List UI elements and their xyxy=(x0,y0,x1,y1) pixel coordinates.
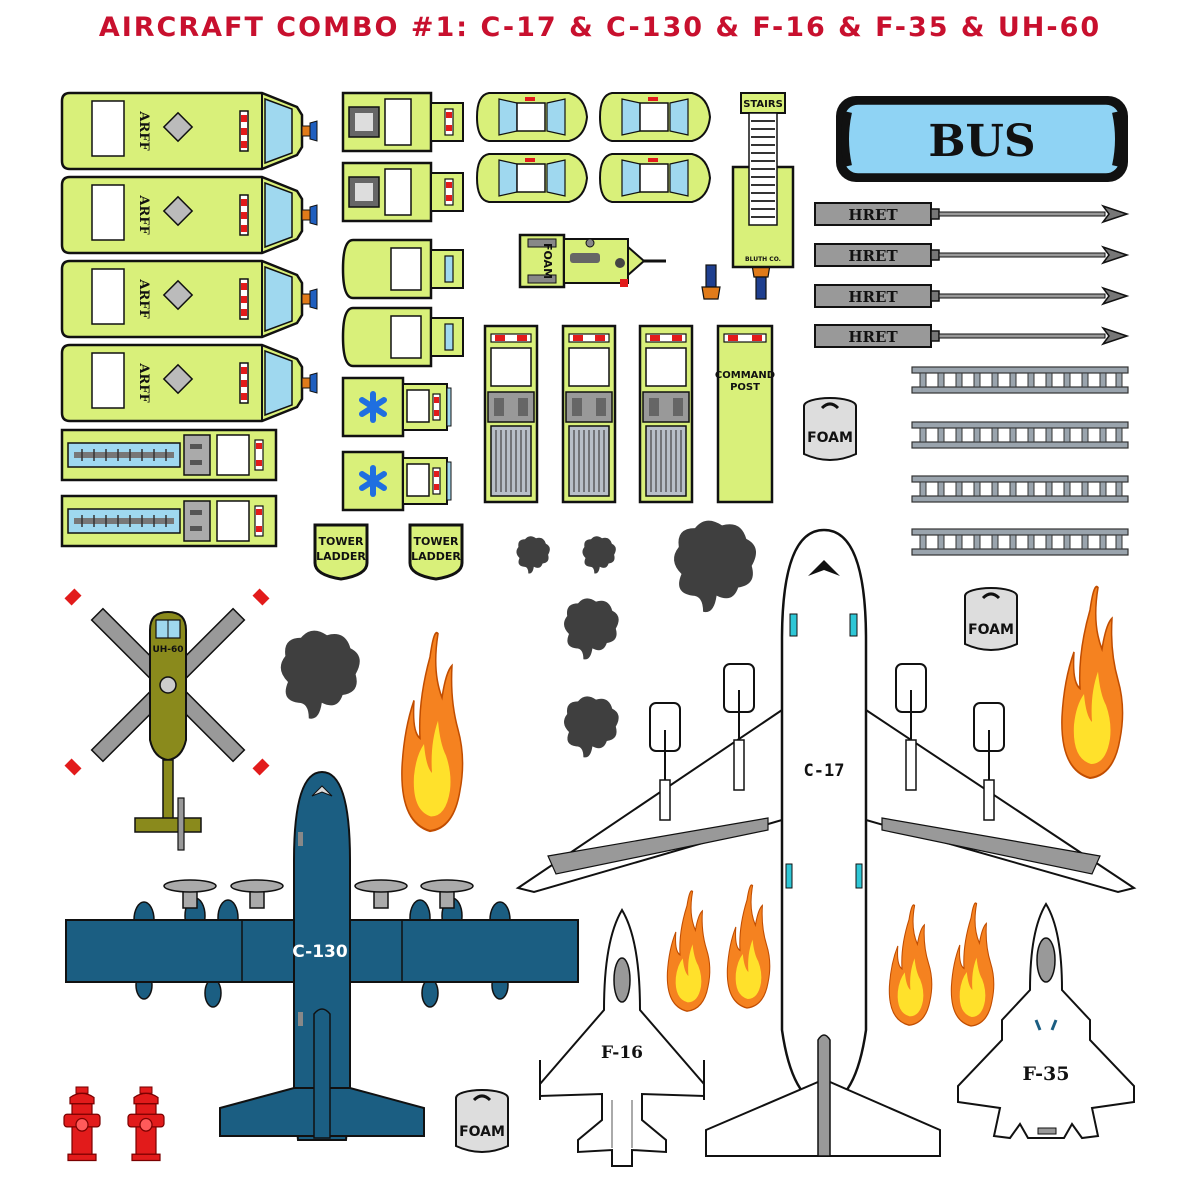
ambulance-2[interactable] xyxy=(343,452,451,510)
hret-label: HRET xyxy=(848,288,898,306)
bus-label: BUS xyxy=(928,116,1035,167)
fire-hydrant-1[interactable] xyxy=(63,1086,101,1162)
hret-1[interactable]: HRET xyxy=(814,202,1128,226)
fire-small-1[interactable] xyxy=(666,890,711,1012)
fire-small-3[interactable] xyxy=(888,904,933,1026)
ladder-3[interactable] xyxy=(911,475,1129,503)
f35-aircraft[interactable]: F-35 xyxy=(957,902,1135,1140)
fire-large-1[interactable] xyxy=(400,631,464,833)
car-4[interactable] xyxy=(599,153,711,203)
ladder-1[interactable] xyxy=(911,366,1129,394)
hret-4[interactable]: HRET xyxy=(814,324,1128,348)
uh60-helicopter[interactable]: UH-60 xyxy=(64,588,270,851)
smoke-large-1[interactable] xyxy=(674,520,757,613)
ladder-truck-2[interactable] xyxy=(62,496,276,546)
foam-trailer[interactable]: FOAM xyxy=(518,233,666,289)
uh60-label: UH-60 xyxy=(152,645,183,655)
ladder-label: LADDER xyxy=(411,550,461,563)
command-label: COMMAND xyxy=(715,370,775,381)
foam-label: FOAM xyxy=(968,622,1014,638)
c17-label: C-17 xyxy=(804,761,845,781)
post-label: POST xyxy=(730,382,760,393)
command-post[interactable]: COMMAND POST xyxy=(715,324,775,504)
smoke-medium-1[interactable] xyxy=(564,598,619,660)
stairs-label: STAIRS xyxy=(743,99,783,110)
crane-truck-2[interactable] xyxy=(341,161,465,223)
ambulance-1[interactable] xyxy=(343,378,451,436)
hret-label: HRET xyxy=(848,206,898,224)
smoke-small-2[interactable] xyxy=(582,536,616,574)
foam-drum-1[interactable]: FOAM xyxy=(802,396,858,462)
foam-label: FOAM xyxy=(459,1124,505,1140)
hret-label: HRET xyxy=(848,328,898,346)
hret-label: HRET xyxy=(848,247,898,265)
stairs-brand: BLUTH CO. xyxy=(745,256,781,263)
arff-label: ARFF xyxy=(136,194,151,235)
arff-label: ARFF xyxy=(136,362,151,403)
tanker-1[interactable] xyxy=(341,238,465,300)
arff-label: ARFF xyxy=(136,110,151,151)
hret-2[interactable]: HRET xyxy=(814,243,1128,267)
c130-label: C-130 xyxy=(292,942,348,962)
c17-aircraft[interactable]: C-17 xyxy=(515,528,1137,1157)
fire-small-2[interactable] xyxy=(726,884,771,1009)
car-3[interactable] xyxy=(476,153,588,203)
arff-label: ARFF xyxy=(136,278,151,319)
stairs-truck[interactable]: STAIRS BLUTH CO. xyxy=(731,92,795,269)
c130-aircraft[interactable]: C-130 xyxy=(65,770,579,1141)
ladder-truck-1[interactable] xyxy=(62,430,276,480)
arff-truck-1[interactable]: ARFF xyxy=(60,91,319,171)
arff-truck-4[interactable]: ARFF xyxy=(60,343,319,423)
ladder-4[interactable] xyxy=(911,528,1129,556)
flashlight-2[interactable] xyxy=(751,264,771,300)
fire-hydrant-2[interactable] xyxy=(127,1086,165,1162)
foam-label: FOAM xyxy=(807,430,853,446)
bus[interactable]: BUS xyxy=(836,96,1128,182)
command-vehicle-1[interactable] xyxy=(483,324,539,504)
ladder-label: LADDER xyxy=(316,550,366,563)
flashlight-1[interactable] xyxy=(701,264,721,300)
crane-truck-1[interactable] xyxy=(341,91,465,153)
arff-truck-3[interactable]: ARFF xyxy=(60,259,319,339)
tower-label: TOWER xyxy=(414,535,460,548)
hret-3[interactable]: HRET xyxy=(814,284,1128,308)
arff-truck-2[interactable]: ARFF xyxy=(60,175,319,255)
foam-drum-2[interactable]: FOAM xyxy=(963,586,1019,652)
tanker-2[interactable] xyxy=(341,306,465,368)
foam-drum-3[interactable]: FOAM xyxy=(454,1088,510,1154)
command-vehicle-2[interactable] xyxy=(561,324,617,504)
fire-large-2[interactable] xyxy=(1060,585,1124,780)
foam-trailer-label: FOAM xyxy=(541,243,554,279)
smoke-small-1b[interactable] xyxy=(516,536,550,574)
tower-label: TOWER xyxy=(319,535,365,548)
ladder-2[interactable] xyxy=(911,421,1129,449)
tower-ladder-badge-2[interactable]: TOWER LADDER xyxy=(408,523,464,581)
f35-label: F-35 xyxy=(1023,1063,1070,1085)
f16-label: F-16 xyxy=(601,1043,643,1063)
fire-small-4[interactable] xyxy=(950,902,995,1027)
smoke-medium-2[interactable] xyxy=(564,696,619,758)
car-1[interactable] xyxy=(476,92,588,142)
f16-aircraft[interactable]: F-16 xyxy=(539,908,705,1167)
tower-ladder-badge-1[interactable]: TOWER LADDER xyxy=(313,523,369,581)
command-vehicle-3[interactable] xyxy=(638,324,694,504)
car-2[interactable] xyxy=(599,92,711,142)
smoke-large-2[interactable] xyxy=(280,630,360,719)
page-title: AIRCRAFT COMBO #1: C-17 & C-130 & F-16 &… xyxy=(98,12,1102,43)
